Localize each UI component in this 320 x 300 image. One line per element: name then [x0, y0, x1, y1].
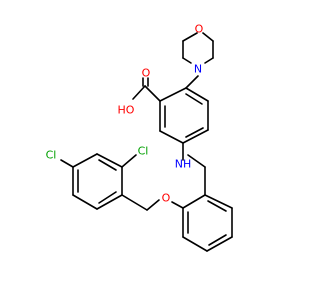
bond	[121, 154, 137, 168]
bond	[96, 153, 123, 168]
bond	[182, 129, 209, 144]
bond	[72, 153, 98, 168]
bond	[60, 159, 74, 168]
hydroxyl-label: HO	[118, 104, 135, 117]
bond	[96, 194, 123, 210]
bond	[132, 85, 146, 100]
bond	[146, 199, 160, 211]
bond	[202, 32, 214, 42]
atom-labels: O N O HO NH O Cl Cl	[46, 23, 204, 205]
bond	[208, 234, 227, 246]
bond	[185, 127, 204, 138]
bond	[98, 159, 117, 171]
bond	[98, 191, 117, 204]
bonds	[60, 32, 233, 252]
bond	[187, 154, 206, 168]
molecule-structure: O N O HO NH O Cl Cl	[46, 23, 233, 252]
bond	[185, 75, 199, 89]
carbonyl-oxygen-label: O	[142, 67, 151, 80]
bond	[159, 130, 184, 144]
bond	[182, 57, 192, 64]
bond	[72, 194, 98, 210]
bond	[159, 87, 187, 102]
bond	[206, 236, 233, 252]
bond	[185, 87, 209, 102]
bond	[144, 85, 161, 102]
bond	[182, 32, 198, 42]
amine-nh-label: NH	[175, 158, 192, 171]
chlorine-left-label: Cl	[46, 149, 57, 162]
chlorine-top-label: Cl	[138, 145, 149, 158]
morpholine-oxygen-label: O	[195, 23, 204, 36]
bond	[171, 201, 184, 209]
bond	[182, 236, 208, 252]
ether-oxygen-label: O	[162, 192, 171, 205]
bond	[121, 194, 148, 211]
molecule-canvas: O N O HO NH O Cl Cl	[46, 23, 233, 252]
bond	[182, 194, 206, 209]
bond	[204, 194, 233, 209]
bond	[207, 200, 227, 212]
morpholine-nitrogen-label: N	[194, 63, 202, 76]
bond	[204, 57, 214, 64]
bond	[185, 93, 203, 105]
